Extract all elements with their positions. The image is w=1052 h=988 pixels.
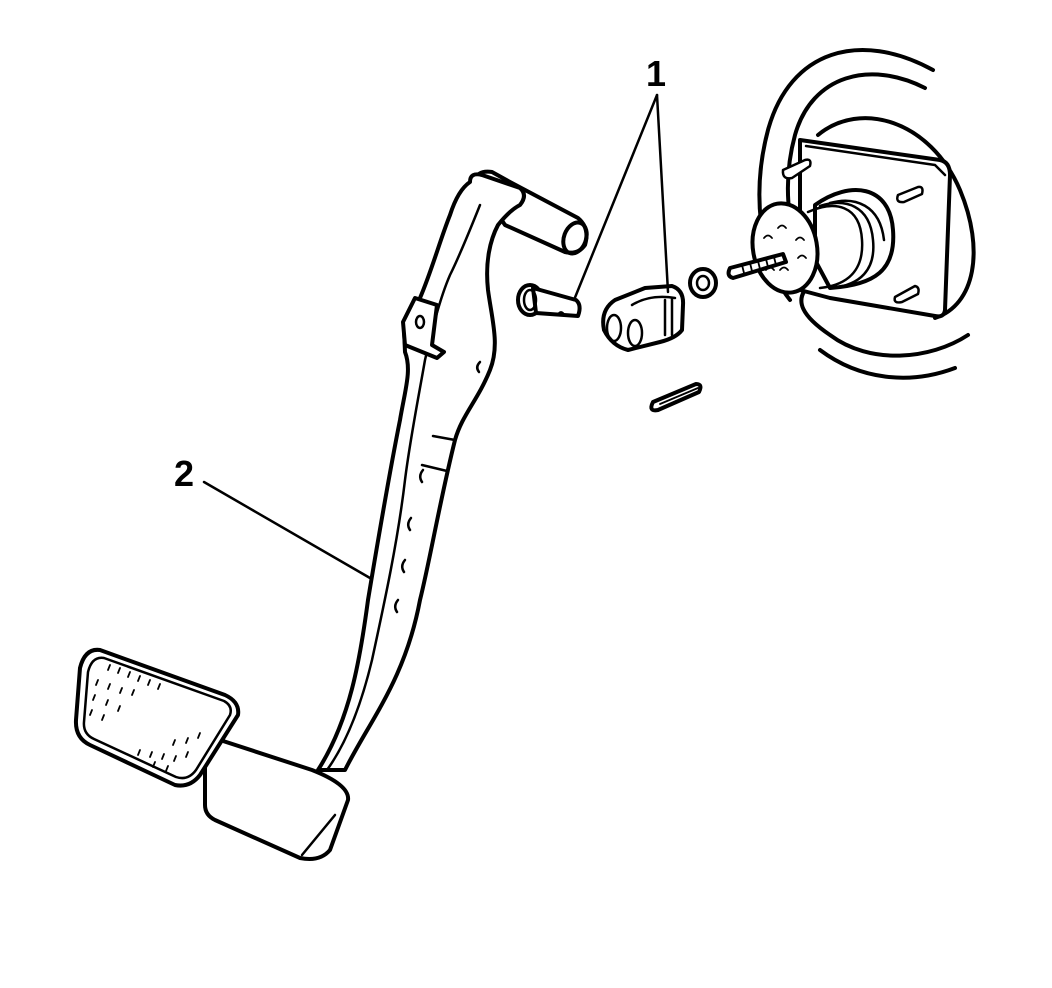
cotter-pin [649, 382, 703, 413]
brake-booster [750, 48, 976, 380]
callout-2: 2 [174, 453, 195, 494]
clevis [601, 284, 686, 352]
pad-texture [89, 664, 201, 772]
brake-pedal-arm [316, 169, 589, 772]
leader-1-to-pin [572, 93, 659, 302]
booster-push-rod [726, 252, 788, 280]
pedal-pad-rubber [73, 647, 241, 788]
lock-nut [688, 267, 718, 299]
callout-leaders [202, 93, 670, 580]
adjustment-holes [394, 360, 482, 614]
leader-2-to-arm [202, 480, 372, 580]
booster-stud [781, 158, 924, 304]
pivot-pin [516, 283, 582, 318]
leader-1-to-clevis [655, 93, 670, 294]
callout-1: 1 [646, 53, 667, 94]
